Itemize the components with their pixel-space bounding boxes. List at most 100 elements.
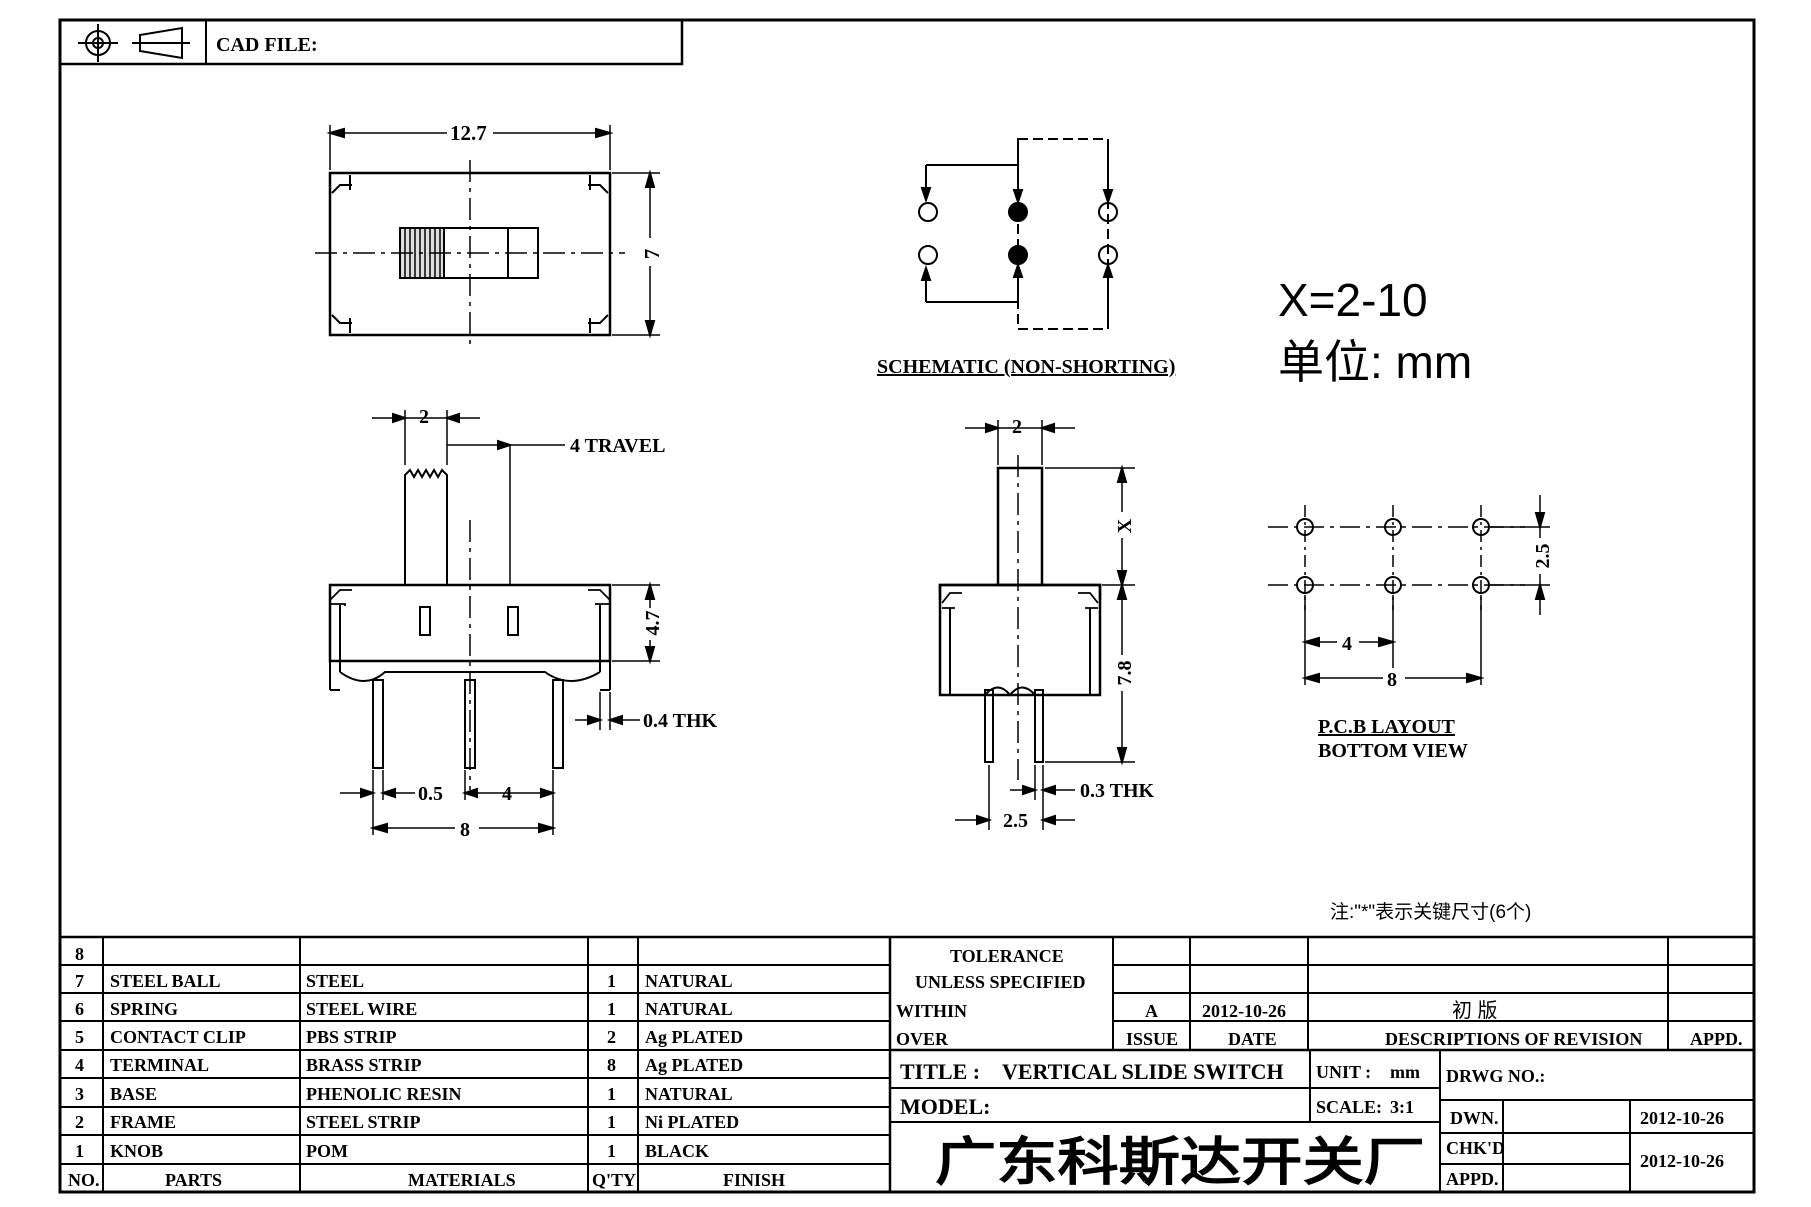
tolerance-label: TOLERANCE	[950, 946, 1064, 966]
bom-row-no: 8	[75, 944, 84, 964]
bom-row-qty: 1	[607, 971, 616, 991]
cad-file-label: CAD FILE:	[216, 34, 318, 56]
revision-letter: A	[1145, 1001, 1158, 1021]
bom-row-qty: 1	[607, 1112, 616, 1132]
bom-row-no: 3	[75, 1084, 84, 1104]
bom-row-no: 4	[75, 1055, 84, 1075]
bom-row-finish: Ag PLATED	[645, 1055, 743, 1075]
model-label: MODEL:	[900, 1094, 990, 1119]
bom-row-part: BASE	[110, 1084, 157, 1104]
end-thickness: 0.3 THK	[1080, 780, 1155, 802]
side-pin-width: 0.5	[418, 783, 443, 805]
bom-row-no: 2	[75, 1112, 84, 1132]
bom-row-material: POM	[306, 1141, 348, 1161]
bom-row-no: 6	[75, 999, 84, 1019]
bom-row-material: PBS STRIP	[306, 1027, 397, 1047]
bom-row-material: STEEL	[306, 971, 364, 991]
appd-header: APPD.	[1690, 1029, 1743, 1049]
bom-row-material: BRASS STRIP	[306, 1055, 422, 1075]
bom-row-no: 5	[75, 1027, 84, 1047]
x-range-note: X=2-10	[1278, 274, 1428, 326]
projection-symbol-icon	[78, 24, 190, 62]
title-label: TITLE :	[900, 1059, 980, 1084]
end-actuator-width: 2	[1012, 416, 1022, 438]
unit-note: 单位: mm	[1278, 336, 1472, 388]
side-travel: 4 TRAVEL	[570, 435, 665, 457]
pcb-layout	[1268, 495, 1550, 685]
side-body-height: 4.7	[642, 611, 664, 636]
bom-row-qty: 8	[607, 1055, 616, 1075]
top-view-height-dim: 7	[640, 249, 664, 260]
top-view	[315, 125, 660, 345]
bom-row-part: TERMINAL	[110, 1055, 209, 1075]
scale-value: 3:1	[1390, 1097, 1414, 1117]
bom-row-qty: 1	[607, 999, 616, 1019]
top-view-width-dim: 12.7	[450, 121, 487, 145]
bom-header-no: NO.	[68, 1170, 100, 1190]
side-thickness: 0.4 THK	[643, 710, 718, 732]
bom-header-part: PARTS	[165, 1170, 222, 1190]
issue-header: ISSUE	[1126, 1029, 1178, 1049]
side-pin-pitch: 4	[502, 783, 512, 805]
bom-row-finish: NATURAL	[645, 1084, 733, 1104]
bom-row-no: 7	[75, 971, 84, 991]
title-block-grid	[60, 935, 1754, 1192]
pcb-title-line2: BOTTOM VIEW	[1318, 740, 1468, 762]
bom-row-part: CONTACT CLIP	[110, 1027, 246, 1047]
unit-label: UNIT :	[1316, 1062, 1371, 1082]
schematic-label: SCHEMATIC (NON-SHORTING)	[877, 356, 1175, 378]
drawing-number-label: DRWG NO.:	[1446, 1066, 1545, 1086]
drawn-label: DWN.	[1450, 1108, 1499, 1128]
title-block: TOLERANCE UNLESS SPECIFIED WITHIN OVER A…	[896, 946, 1743, 1192]
bom-row-finish: Ni PLATED	[645, 1112, 739, 1132]
header-box: CAD FILE:	[58, 18, 684, 66]
pcb-title-line1: P.C.B LAYOUT	[1318, 716, 1456, 738]
end-view	[938, 420, 1135, 830]
bom-row-finish: NATURAL	[645, 999, 733, 1019]
end-actuator-height: X	[1114, 518, 1136, 533]
end-total-height: 7.8	[1114, 661, 1136, 686]
over-label: OVER	[896, 1029, 949, 1049]
bom-row-qty: 2	[607, 1027, 616, 1047]
bom-header-material: MATERIALS	[408, 1170, 516, 1190]
pcb-span: 8	[1387, 669, 1397, 691]
unless-specified-label: UNLESS SPECIFIED	[915, 972, 1086, 992]
bom-row-no: 1	[75, 1141, 84, 1161]
approved-label: APPD.	[1446, 1169, 1499, 1189]
pcb-row-spacing: 2.5	[1532, 544, 1554, 569]
side-pin-span: 8	[460, 819, 470, 841]
bom-row-finish: Ag PLATED	[645, 1027, 743, 1047]
date-header: DATE	[1228, 1029, 1277, 1049]
revision-description: 初 版	[1452, 999, 1498, 1022]
pcb-pitch: 4	[1342, 633, 1352, 655]
within-label: WITHIN	[896, 1001, 967, 1021]
unit-value: mm	[1390, 1062, 1420, 1082]
bom-header-finish: FINISH	[723, 1170, 785, 1190]
end-pin-spacing: 2.5	[1003, 810, 1028, 832]
bom-row-material: STEEL WIRE	[306, 999, 417, 1019]
bom-row-part: SPRING	[110, 999, 178, 1019]
title-value: VERTICAL SLIDE SWITCH	[1002, 1059, 1284, 1084]
bom-row-material: STEEL STRIP	[306, 1112, 421, 1132]
company-name: 广东科斯达开关厂	[935, 1134, 1425, 1192]
bom-header-qty: Q'TY	[592, 1170, 636, 1190]
footnote: 注:"*"表示关键尺寸(6个)	[1330, 901, 1531, 923]
bom-row-finish: NATURAL	[645, 971, 733, 991]
bom-row-qty: 1	[607, 1141, 616, 1161]
bom-row-material: PHENOLIC RESIN	[306, 1084, 462, 1104]
scale-label: SCALE:	[1316, 1097, 1382, 1117]
bom-table: 8 7 STEEL BALL STEEL 1 NATURAL 6 SPRING …	[68, 944, 785, 1190]
bom-row-qty: 1	[607, 1084, 616, 1104]
revision-date: 2012-10-26	[1202, 1001, 1286, 1021]
side-view	[328, 410, 660, 835]
checked-label: CHK'D	[1446, 1138, 1505, 1158]
bom-row-part: FRAME	[110, 1112, 176, 1132]
checked-date: 2012-10-26	[1640, 1151, 1724, 1171]
bom-row-part: KNOB	[110, 1141, 163, 1161]
drawn-date: 2012-10-26	[1640, 1108, 1724, 1128]
sheet-border	[58, 18, 1756, 1194]
bom-row-finish: BLACK	[645, 1141, 709, 1161]
descriptions-header: DESCRIPTIONS OF REVISION	[1385, 1029, 1642, 1049]
side-actuator-width: 2	[419, 406, 429, 428]
